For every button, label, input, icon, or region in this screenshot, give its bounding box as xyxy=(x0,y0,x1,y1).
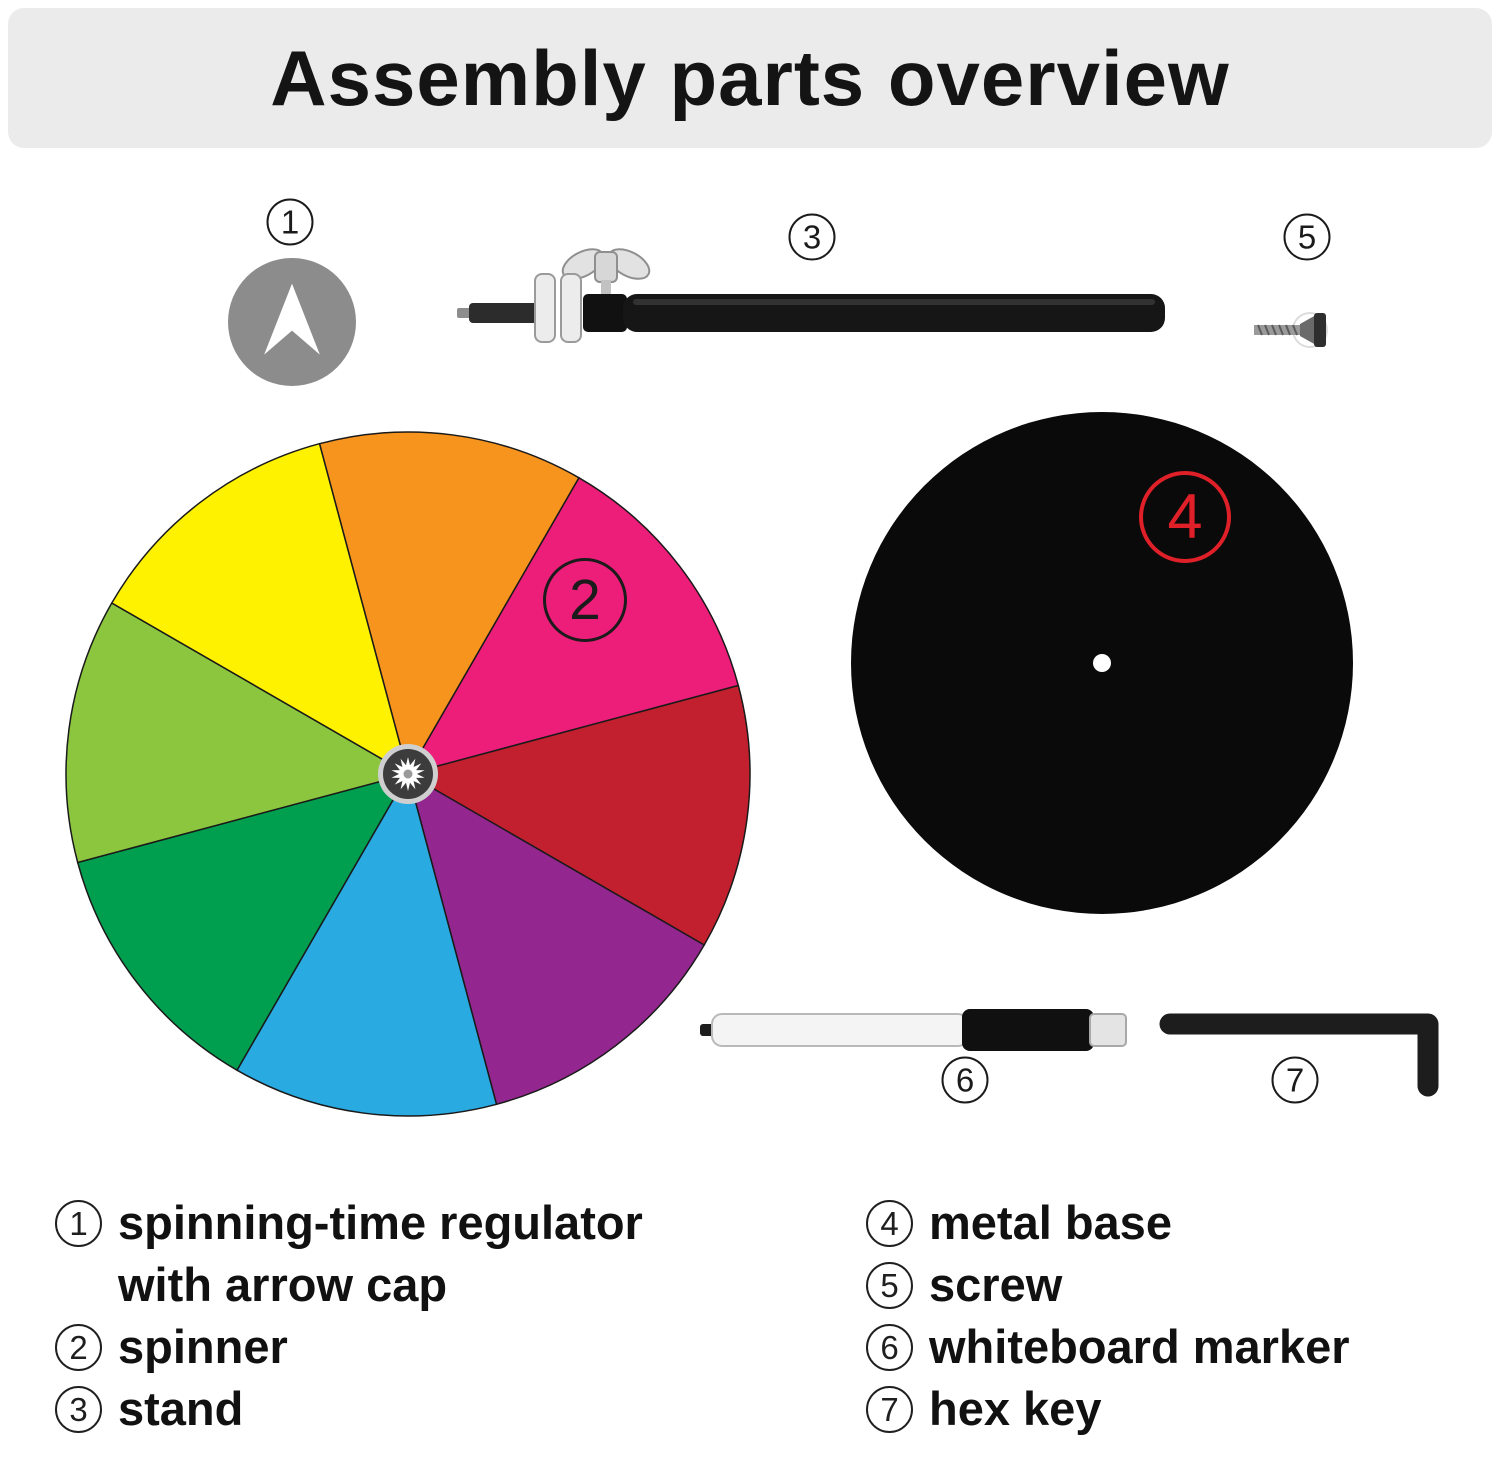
marker-barrel xyxy=(711,1013,969,1047)
legend-item-6: 6 whiteboard marker xyxy=(866,1316,1350,1378)
metal-base-graphic: 4 xyxy=(851,412,1353,914)
callout-part-2: 2 xyxy=(543,558,627,642)
clamp-plate xyxy=(560,273,582,343)
legend-badge-7: 7 xyxy=(866,1386,913,1433)
arrow-cap-graphic xyxy=(228,258,356,386)
legend-badge-6: 6 xyxy=(866,1324,913,1371)
legend-item-7: 7 hex key xyxy=(866,1378,1350,1440)
clamp-plate xyxy=(534,273,556,343)
wheel-segment-blue xyxy=(235,772,498,1117)
stand-graphic xyxy=(457,248,1165,343)
legend-label-1: spinning-time regulator with arrow cap xyxy=(118,1196,643,1311)
legend-badge-4: 4 xyxy=(866,1200,913,1247)
legend-right-column: 4 metal base 5 screw 6 whiteboard marker… xyxy=(866,1192,1350,1440)
legend-left-column: 1 spinning-time regulator with arrow cap… xyxy=(55,1192,643,1440)
up-arrow-icon xyxy=(264,283,320,355)
stand-collar xyxy=(583,294,627,332)
screw-head xyxy=(1314,313,1326,347)
callout-part-5: 5 xyxy=(1283,213,1331,261)
callout-part-4: 4 xyxy=(1139,471,1231,563)
marker-cap xyxy=(962,1009,1094,1051)
legend-label-5: screw xyxy=(929,1258,1063,1311)
legend-label-3: stand xyxy=(118,1382,244,1435)
callout-part-6: 6 xyxy=(941,1056,989,1104)
legend-badge-5: 5 xyxy=(866,1262,913,1309)
legend-item-4: 4 metal base xyxy=(866,1192,1350,1254)
wheel-segment-purple xyxy=(406,772,706,1106)
callout-part-3: 3 xyxy=(788,213,836,261)
marker-eraser xyxy=(1089,1013,1127,1047)
legend-label-7: hex key xyxy=(929,1382,1102,1435)
callout-part-7: 7 xyxy=(1271,1056,1319,1104)
spinner-wheel: 2 xyxy=(62,428,754,1120)
wheel-segment-green xyxy=(76,772,410,1072)
wing-nut xyxy=(561,248,651,300)
legend-item-1: 1 spinning-time regulator with arrow cap xyxy=(55,1192,643,1316)
wheel-segment-orange xyxy=(318,431,581,776)
legend-badge-2: 2 xyxy=(55,1324,102,1371)
wheel-segment-red xyxy=(406,684,751,947)
screw-cone xyxy=(1300,315,1316,345)
legend-item-3: 3 stand xyxy=(55,1378,643,1440)
hex-key-graphic xyxy=(1159,1013,1439,1097)
base-center-hole xyxy=(1093,654,1111,672)
stand-axle xyxy=(469,303,541,323)
legend-label-6: whiteboard marker xyxy=(929,1320,1350,1373)
callout-part-1: 1 xyxy=(266,198,314,246)
screw-graphic xyxy=(1254,312,1328,348)
legend-badge-3: 3 xyxy=(55,1386,102,1433)
wheel-segment-light-green xyxy=(65,601,410,864)
page-title: Assembly parts overview xyxy=(270,33,1230,122)
spinner-wheel-svg xyxy=(65,431,751,1117)
legend-item-2: 2 spinner xyxy=(55,1316,643,1378)
legend-item-5: 5 screw xyxy=(866,1254,1350,1316)
marker-graphic xyxy=(700,1009,1127,1051)
wheel-segment-yellow xyxy=(110,442,410,776)
title-banner: Assembly parts overview xyxy=(8,8,1492,148)
legend-label-4: metal base xyxy=(929,1196,1172,1249)
legend-badge-1: 1 xyxy=(55,1200,102,1247)
screw-shaft xyxy=(1254,325,1300,335)
legend-label-2: spinner xyxy=(118,1320,288,1373)
